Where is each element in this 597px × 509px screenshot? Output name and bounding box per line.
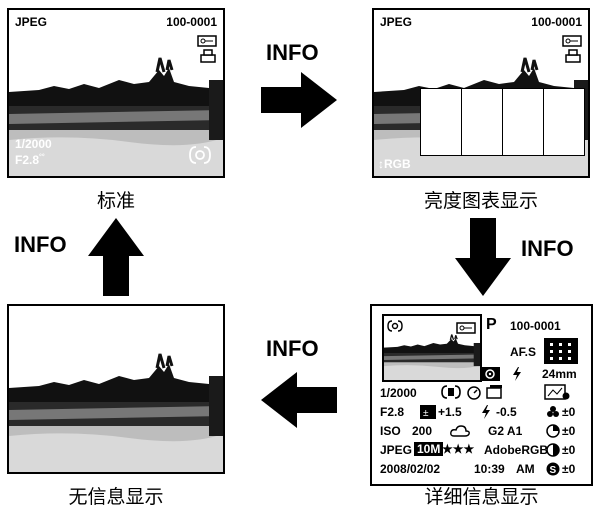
sharpness-value: ±0 xyxy=(562,463,575,475)
info-label-left: INFO xyxy=(14,232,67,258)
iso-value: 200 xyxy=(412,425,432,437)
format-label: JPEG xyxy=(15,16,47,28)
flash-icon xyxy=(512,366,522,385)
capture-ampm: AM xyxy=(516,463,535,475)
capture-date: 2008/02/02 xyxy=(380,463,440,475)
histogram-panel-3 xyxy=(502,88,544,156)
self-timer-icon xyxy=(466,384,482,404)
info-label-top: INFO xyxy=(266,40,319,66)
print-order-icon xyxy=(565,48,581,67)
white-balance-cloudy-icon xyxy=(450,423,470,442)
shake-reduction-icon xyxy=(386,318,404,337)
info-label-right: INFO xyxy=(521,236,574,262)
aperture: F2.8°° xyxy=(15,154,45,166)
format-label: JPEG xyxy=(380,16,412,28)
screen-no-info xyxy=(7,304,225,474)
arrow-down-icon xyxy=(455,218,511,296)
focal-length: 24mm xyxy=(542,368,577,380)
histogram-panel-4 xyxy=(543,88,585,156)
sharpness-icon: S xyxy=(546,461,560,480)
saturation-value: ±0 xyxy=(562,406,575,418)
shutter-speed: 1/2000 xyxy=(380,387,417,399)
capture-time: 10:39 xyxy=(474,463,505,475)
detail-thumbnail xyxy=(382,314,482,382)
drive-mode-icon xyxy=(486,384,504,404)
exposure-compensation: +1.5 xyxy=(438,406,462,418)
caption-histogram: 亮度图表显示 xyxy=(372,186,590,213)
file-number: 100-0001 xyxy=(531,16,582,28)
shake-reduction-icon xyxy=(187,144,213,170)
arrow-right-icon xyxy=(261,72,337,128)
caption-detailed: 详细信息显示 xyxy=(370,482,593,509)
photo-thumbnail xyxy=(9,306,223,472)
caption-standard: 标准 xyxy=(7,186,225,213)
iso-label: ISO xyxy=(380,425,401,437)
svg-text:±: ± xyxy=(423,408,429,419)
contrast-icon xyxy=(546,442,560,461)
caption-no-info: 无信息显示 xyxy=(7,482,225,509)
arrow-left-icon xyxy=(261,372,337,428)
image-tone-icon xyxy=(544,384,570,404)
print-order-icon xyxy=(200,48,216,67)
shake-reduction-mode-icon xyxy=(440,384,462,404)
recorded-pixels: 10M xyxy=(414,442,443,456)
histogram-channel-label: ↕RGB xyxy=(378,158,411,170)
exposure-mode: P xyxy=(486,317,497,333)
af-point-icon xyxy=(544,338,578,368)
af-mode: AF.S xyxy=(510,346,536,358)
aperture: F2.8 xyxy=(380,406,404,418)
screen-standard: JPEG 100-0001 1/2000 F2.8°° xyxy=(7,8,225,178)
flash-compensation-icon xyxy=(480,404,494,423)
hue-value: ±0 xyxy=(562,425,575,437)
svg-text:S: S xyxy=(550,465,557,476)
file-number: 100-0001 xyxy=(166,16,217,28)
contrast-value: ±0 xyxy=(562,444,575,456)
arrow-up-icon xyxy=(88,218,144,296)
saturation-icon xyxy=(546,404,560,423)
screen-detailed: P 100-0001 AF.S 24mm 1/2000 F2.8 ± +1.5 … xyxy=(370,304,593,486)
histogram-panel-1 xyxy=(420,88,462,156)
color-space: AdobeRGB xyxy=(484,444,548,456)
shutter-speed: 1/2000 xyxy=(15,138,52,150)
protect-key-icon xyxy=(456,319,476,338)
file-format: JPEG xyxy=(380,444,412,456)
metering-icon xyxy=(480,366,500,385)
flash-compensation: -0.5 xyxy=(496,406,517,418)
screen-histogram: JPEG 100-0001 ↕RGB xyxy=(372,8,590,178)
exposure-compensation-icon: ± xyxy=(420,404,436,423)
histogram-panel-2 xyxy=(461,88,503,156)
hue-icon xyxy=(546,423,560,442)
quality-level: ★★★ xyxy=(442,443,474,455)
white-balance-fine-tune: G2 A1 xyxy=(488,425,522,437)
file-number: 100-0001 xyxy=(510,320,561,332)
info-label-bottom: INFO xyxy=(266,336,319,362)
